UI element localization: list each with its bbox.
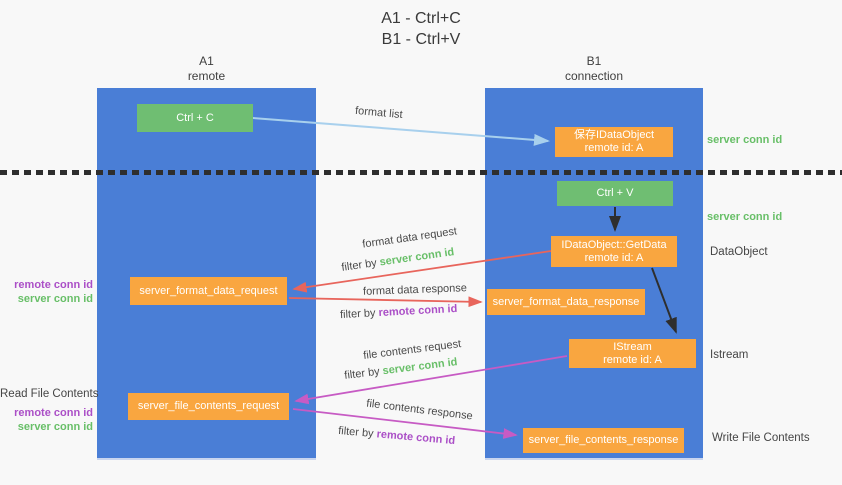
column-a-subtitle: remote (187, 69, 226, 83)
write-file-contents-label: Write File Contents (712, 432, 810, 444)
node-ctrl-v-label: Ctrl + V (596, 187, 634, 199)
filter-by-remote-conn-id-label-2: filter by remote conn id (338, 425, 456, 447)
column-b-subtitle: connection (564, 69, 624, 83)
remote-conn-id-text: remote conn id (376, 428, 456, 448)
server-conn-id-label-top: server conn id (707, 134, 783, 146)
node-getdata-line1: IDataObject::GetData (561, 238, 667, 251)
column-a-id: A1 (199, 54, 214, 68)
node-getdata-line2: remote id: A (584, 251, 644, 264)
node-format-response-label: server_format_data_response (492, 295, 640, 308)
remote-conn-id-text: remote conn id (378, 302, 458, 320)
filter-by-server-conn-id-label-1: filter by server conn id (341, 246, 455, 274)
node-server-format-data-request: server_format_data_request (130, 277, 287, 305)
node-file-request-label: server_file_contents_request (137, 400, 280, 412)
node-server-format-data-response: server_format_data_response (487, 289, 645, 315)
arrow-format-data-response (288, 296, 483, 308)
node-save-idataobject-line2: remote id: A (584, 142, 644, 154)
filter-by-text: filter by (343, 365, 384, 382)
node-istream-line1: IStream (613, 340, 652, 353)
node-ctrl-v: Ctrl + V (557, 181, 673, 206)
filter-by-remote-conn-id-label-1: filter by remote conn id (340, 303, 458, 321)
format-list-label: format list (354, 104, 404, 122)
server-conn-id-text: server conn id (378, 246, 456, 269)
node-istream: IStream remote id: A (569, 339, 696, 368)
filter-by-text: filter by (340, 256, 381, 274)
diagram-title: A1 - Ctrl+C B1 - Ctrl+V (0, 8, 842, 50)
server-conn-id-label-mid: server conn id (707, 211, 783, 223)
filter-by-server-conn-id-label-2: filter by server conn id (344, 356, 458, 382)
node-ctrl-c-label: Ctrl + C (176, 111, 214, 124)
remote-conn-id-label-bottom: remote conn id (14, 407, 93, 419)
node-save-idataobject-line1: 保存IDataObject (573, 129, 655, 141)
node-istream-line2: remote id: A (603, 353, 662, 366)
node-file-response-label: server_file_contents_response (528, 434, 679, 446)
file-contents-response-label: file contents response (365, 397, 474, 423)
node-server-file-contents-response: server_file_contents_response (523, 428, 684, 453)
remote-conn-id-label-top: remote conn id (14, 279, 93, 291)
column-b-id: B1 (586, 54, 602, 68)
filter-by-text: filter by (337, 424, 378, 441)
istream-label: Istream (710, 349, 749, 361)
server-conn-id-label-left-bottom: server conn id (17, 421, 93, 433)
column-b-header: B1 connection (485, 54, 703, 84)
server-conn-id-label-left-top: server conn id (17, 293, 93, 305)
column-a-header: A1 remote (97, 54, 316, 84)
node-idataobject-getdata: IDataObject::GetData remote id: A (551, 236, 677, 267)
node-ctrl-c: Ctrl + C (137, 104, 253, 132)
read-file-contents-label: Read File Contents (0, 388, 99, 400)
node-format-request-label: server_format_data_request (139, 284, 278, 297)
node-save-idataobject: 保存IDataObject remote id: A (555, 127, 673, 157)
title-line-1: A1 - Ctrl+C (381, 10, 461, 27)
format-data-response-label: format data response (362, 282, 468, 298)
node-server-file-contents-request: server_file_contents_request (128, 393, 289, 420)
title-line-2: B1 - Ctrl+V (381, 31, 461, 48)
dashed-divider (0, 170, 842, 175)
server-conn-id-text: server conn id (381, 356, 459, 378)
filter-by-text: filter by (339, 307, 379, 322)
dataobject-label: DataObject (710, 246, 768, 258)
